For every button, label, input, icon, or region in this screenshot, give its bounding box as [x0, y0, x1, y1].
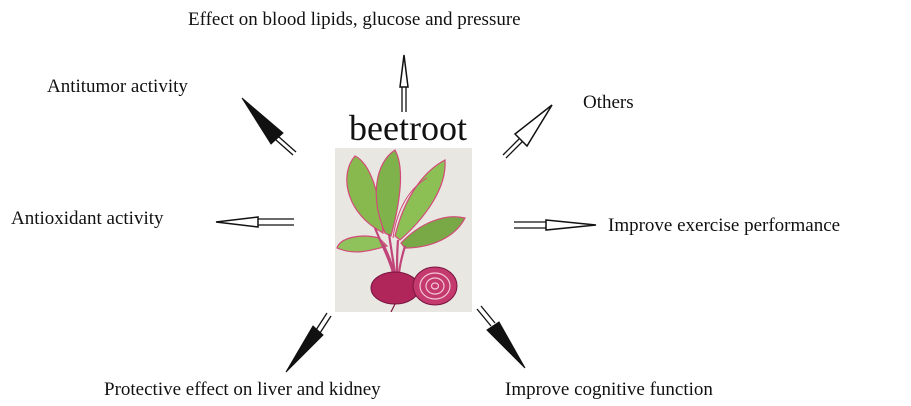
arrow-down-right [477, 306, 525, 368]
beetroot-leaves [337, 150, 465, 252]
beetroot-slice [413, 267, 457, 305]
arrow-up [400, 55, 408, 112]
arrow-left [216, 217, 294, 227]
arrow-up-left [242, 98, 296, 155]
arrow-down-left [286, 313, 331, 372]
arrow-up-right [503, 105, 552, 158]
arrow-right [514, 220, 596, 230]
beetroot-root [371, 272, 419, 312]
beetroot-illustration [335, 148, 472, 312]
